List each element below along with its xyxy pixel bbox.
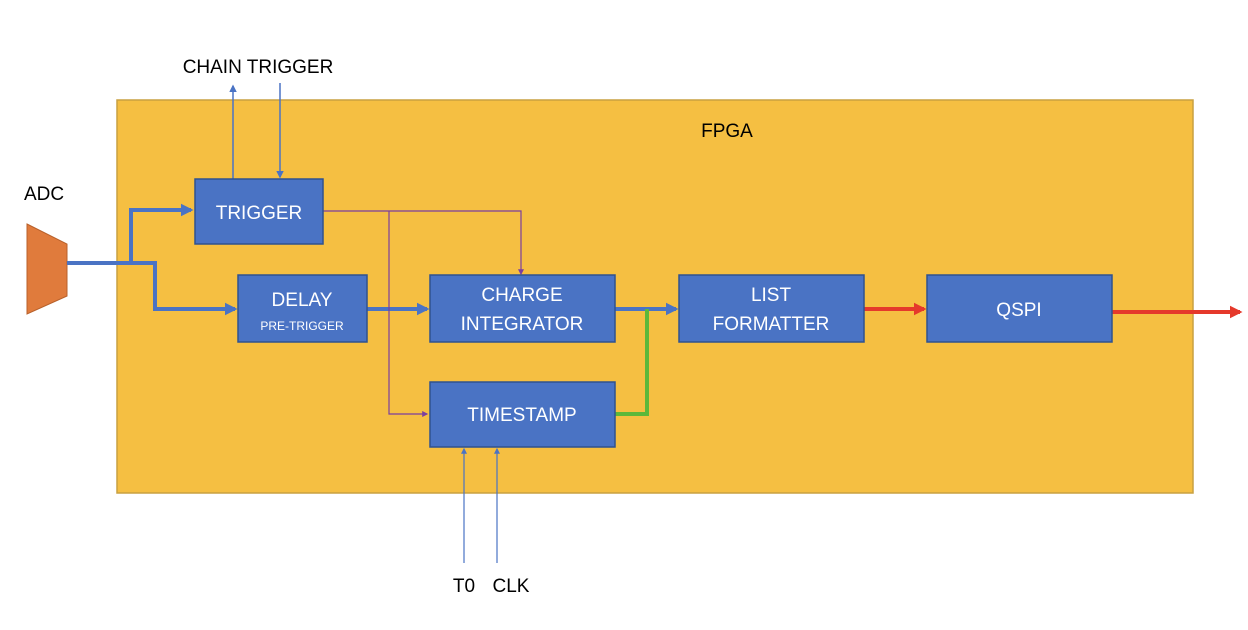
list-formatter-block: LIST FORMATTER: [678, 274, 865, 343]
delay-block-label: DELAY: [272, 290, 333, 311]
trigger-to-timestamp-signal: [388, 211, 429, 417]
adc-converter-shape: [26, 223, 68, 315]
chain-trigger-label: CHAIN TRIGGER: [183, 57, 334, 78]
adc-to-delay-bus: [131, 261, 238, 316]
delay-block: DELAY PRE-TRIGGER: [237, 274, 368, 343]
qspi-block: QSPI: [926, 274, 1113, 343]
timestamp-block: TIMESTAMP: [429, 381, 616, 448]
timestamp-to-formatter-bus: [615, 309, 649, 416]
timestamp-block-label: TIMESTAMP: [467, 405, 576, 426]
charge-integrator-label-line2: INTEGRATOR: [461, 314, 584, 335]
list-formatter-label-line1: LIST: [751, 285, 792, 306]
trigger-block-label: TRIGGER: [216, 203, 303, 224]
charge-integrator-label-line1: CHARGE: [481, 285, 562, 306]
adc-label: ADC: [24, 184, 64, 205]
fpga-label: FPGA: [701, 121, 753, 142]
qspi-block-label: QSPI: [996, 300, 1041, 321]
charge-integrator-block: CHARGE INTEGRATOR: [429, 274, 616, 343]
list-formatter-label-line2: FORMATTER: [713, 314, 830, 335]
delay-block-sublabel: PRE-TRIGGER: [260, 319, 344, 333]
t0-label: T0: [453, 576, 475, 597]
trigger-block: TRIGGER: [194, 178, 324, 245]
clk-label: CLK: [493, 576, 530, 597]
adc-to-trigger-bus: [67, 203, 194, 265]
